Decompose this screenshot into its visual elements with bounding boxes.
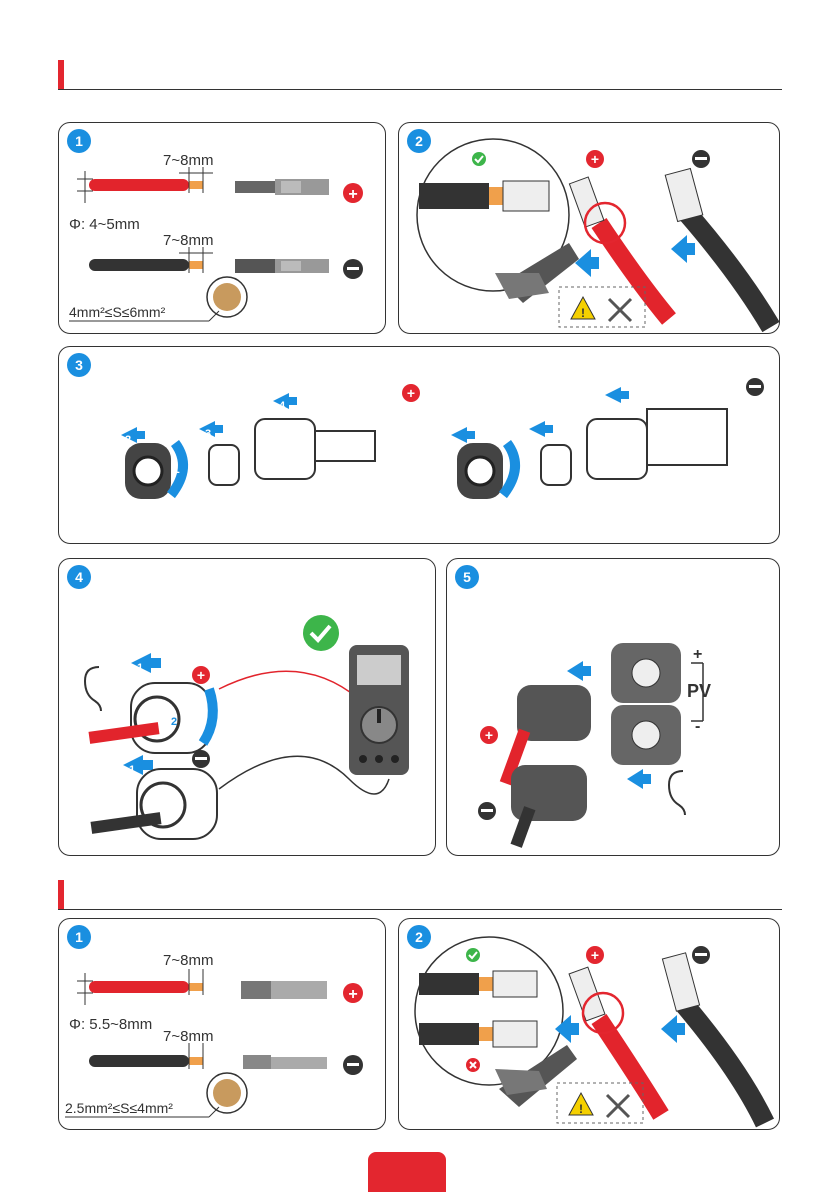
cross-section-label: 2.5mm²≤S≤4mm²	[65, 1100, 173, 1116]
connector-pin	[241, 981, 327, 999]
seal-ring	[209, 445, 239, 485]
connector-body	[255, 419, 315, 479]
tools-icon	[609, 299, 631, 321]
panel-step-4-tighten-test: 4 1 2 + 1	[58, 558, 436, 856]
strip-cable-illustration: 7~8mm Φ: 4~5mm + 7~8mm 4mm²≤S≤6mm²	[59, 123, 386, 334]
panel-step-1-strip-cable: 1 7~8mm Φ: 4~5mm + 7~8mm	[58, 122, 386, 334]
section-header-alt-connector	[58, 880, 782, 910]
step-number: 3	[205, 428, 211, 440]
page-tab	[368, 1152, 446, 1192]
svg-text:+: +	[348, 986, 357, 1003]
svg-text:!: !	[581, 306, 585, 320]
step-number: 1	[173, 462, 180, 476]
strip-cable-illustration-b: 7~8mm Φ: 5.5~8mm + 7~8mm 2.5mm²≤S≤4mm²	[59, 919, 386, 1130]
arrow-icon	[671, 235, 695, 263]
arrow-icon	[575, 249, 599, 277]
pv-plus-label: +	[693, 646, 702, 663]
tools-icon	[607, 1095, 629, 1117]
seal-ring	[541, 445, 571, 485]
ear-icon	[669, 771, 685, 815]
check-icon	[472, 152, 486, 166]
connector-pin	[235, 259, 329, 273]
svg-text:!: !	[579, 1102, 583, 1116]
section-accent-bar	[58, 60, 64, 90]
svg-text:+: +	[407, 385, 415, 401]
tighten-test-illustration: 1 2 + 1	[59, 559, 436, 856]
arrow-icon	[567, 661, 591, 681]
arrow-icon	[627, 769, 651, 789]
assembly-illustration: 1 2 3 4 +	[59, 347, 780, 544]
ear-icon	[85, 667, 101, 711]
pv-label: PV	[687, 681, 711, 701]
connector-pin	[243, 1055, 327, 1069]
panel-step-3-assemble: 3 1 2 3 4 +	[58, 346, 780, 544]
panel-b-step-2-crimp: 2 + !	[398, 918, 780, 1130]
black-cable	[683, 1003, 765, 1123]
diameter-label: Φ: 5.5~8mm	[69, 1016, 152, 1033]
copper-core	[189, 181, 203, 189]
connect-pv-illustration: + PV - +	[447, 559, 780, 856]
diameter-label: Φ: 4~5mm	[69, 216, 140, 233]
section-accent-bar	[58, 880, 64, 910]
strip-length-label: 7~8mm	[163, 152, 213, 169]
check-icon	[303, 615, 339, 651]
svg-text:+: +	[591, 947, 599, 963]
svg-text:+: +	[485, 727, 493, 743]
step-number: 4	[279, 400, 286, 412]
black-cable	[687, 213, 771, 327]
connector-pin	[235, 179, 329, 195]
arrow-icon	[661, 1015, 685, 1043]
panel-b-step-1-strip-cable: 1 7~8mm Φ: 5.5~8mm + 7~8mm 2.5mm²≤S≤4mm	[58, 918, 386, 1130]
section-header-pv-connector	[58, 60, 782, 90]
svg-text:+: +	[348, 186, 357, 203]
step-number: 2	[125, 434, 131, 446]
step-number: 2	[171, 716, 177, 728]
check-icon	[466, 948, 480, 962]
strip-length-label-2: 7~8mm	[163, 232, 213, 249]
black-cable	[89, 259, 189, 271]
red-cable	[599, 223, 669, 319]
copper-core	[189, 261, 203, 269]
black-cable	[89, 1055, 189, 1067]
connector-body	[587, 419, 647, 479]
svg-text:+: +	[591, 151, 599, 167]
svg-text:+: +	[197, 667, 205, 683]
section-rule	[58, 89, 782, 91]
cross-section-label: 4mm²≤S≤6mm²	[69, 304, 166, 320]
strip-length-label: 7~8mm	[163, 952, 213, 969]
red-cable	[89, 179, 189, 191]
crimp-illustration-b: + !	[399, 919, 780, 1130]
pv-minus-label: -	[695, 718, 700, 735]
step-number: 1	[129, 764, 135, 776]
panel-step-5-connect-pv: 5 + PV - +	[446, 558, 780, 856]
strip-length-label-2: 7~8mm	[163, 1028, 213, 1045]
panel-step-2-crimp: 2 + !	[398, 122, 780, 334]
step-number: 1	[137, 662, 143, 674]
red-cable	[89, 981, 189, 993]
section-rule	[58, 909, 782, 911]
crimp-illustration: + !	[399, 123, 780, 334]
